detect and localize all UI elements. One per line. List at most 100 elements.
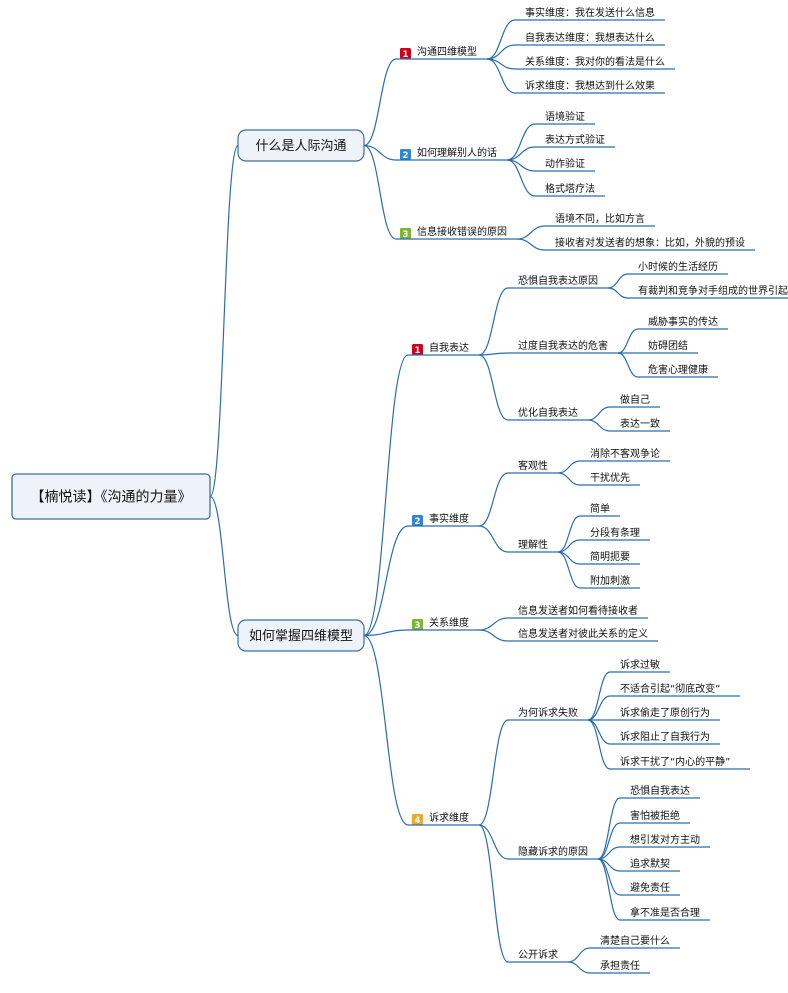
detail-node[interactable]: 诉求阻止了自我行为 [610,730,720,745]
priority-badge-icon [412,619,423,630]
item-node[interactable]: 自我表达维度：我想表达什么 [515,31,665,46]
subtopic-node[interactable]: 3 关系维度 [408,616,479,631]
item-node[interactable]: 为何诉求失败 [508,706,588,721]
connector-subtopic-to-item [478,824,509,963]
item-node[interactable]: 隐藏诉求的原因 [508,845,598,860]
detail-node[interactable]: 危害心理健康 [638,363,718,378]
detail-node[interactable]: 有裁判和竞争对手组成的世界引起 [628,284,788,299]
priority-badge-icon [412,344,423,355]
connector-subtopic-to-item [516,238,546,251]
node-label: 自我表达 [429,341,469,354]
node-label: 事实维度 [429,512,469,525]
node-label: 诉求维度：我想达到什么效果 [525,79,655,92]
detail-node[interactable]: 拿不准是否合理 [620,906,710,921]
item-node[interactable]: 格式塔疗法 [535,182,605,197]
detail-node[interactable]: 想引发对方主动 [620,833,710,848]
priority-badge-icon [400,48,411,59]
connector-item-to-detail [557,472,581,486]
node-label: 事实维度：我在发送什么信息 [525,6,655,19]
detail-node[interactable]: 害怕被拒绝 [620,809,690,824]
item-node[interactable]: 动作验证 [535,157,595,172]
detail-node[interactable]: 做自己 [610,393,660,408]
topic-node[interactable]: 什么是人际沟通 [237,129,365,162]
connector-subtopic-to-item [486,44,516,60]
priority-badge-icon [400,149,411,160]
connector-topic-to-subtopic [363,634,409,826]
node-label: 信息接收错误的原因 [417,225,507,238]
item-node[interactable]: 表达方式验证 [535,133,615,148]
node-label: 消除不客观争论 [590,447,660,460]
detail-node[interactable]: 诉求过敏 [610,658,670,673]
node-label: 分段有条理 [590,526,640,539]
topic-box [237,129,365,162]
detail-node[interactable]: 分段有条理 [580,526,650,541]
root-node[interactable]: 【楠悦读】《沟通的力量》 [11,473,211,520]
detail-node[interactable]: 小时候的生活经历 [628,260,728,275]
detail-node[interactable]: 清楚自己要什么 [590,934,680,949]
detail-node[interactable]: 诉求干扰了“内心的平静” [610,755,750,770]
detail-node[interactable]: 威胁事实的传达 [638,315,728,330]
detail-node[interactable]: 不适合引起“彻底改变” [610,682,740,697]
node-label: 如何理解别人的话 [417,146,497,159]
item-node[interactable]: 优化自我表达 [508,406,588,421]
node-label: 简单 [590,502,610,515]
node-label: 表达一致 [620,417,660,430]
node-label: 关系维度 [429,616,469,629]
node-label: 危害心理健康 [648,363,708,376]
item-node[interactable]: 语境不同，比如方言 [545,212,655,227]
item-node[interactable]: 恐惧自我表达原因 [508,274,608,289]
node-label: 动作验证 [545,157,585,170]
connector-topic-to-subtopic [363,144,397,161]
item-node[interactable]: 诉求维度：我想达到什么效果 [515,79,665,94]
item-node[interactable]: 公开诉求 [508,948,568,963]
connector-item-to-detail [557,539,581,553]
detail-node[interactable]: 消除不客观争论 [580,447,670,462]
connector-topic-to-subtopic [363,525,409,637]
detail-node[interactable]: 干扰优先 [580,471,640,486]
connector-topic-to-subtopic [363,144,397,240]
detail-node[interactable]: 恐惧自我表达 [620,784,700,799]
node-label: 干扰优先 [590,471,630,484]
item-node[interactable]: 关系维度：我对你的看法是什么 [515,55,675,70]
detail-node[interactable]: 避免责任 [620,881,680,896]
item-node[interactable]: 客观性 [508,459,558,474]
priority-number: 3 [415,621,421,631]
item-node[interactable]: 接收者对发送者的想象：比如，外貌的预设 [545,236,755,251]
connector-subtopic-to-item [506,123,536,161]
item-node[interactable]: 过度自我表达的危害 [508,339,618,354]
detail-node[interactable]: 简明扼要 [580,550,640,565]
connector-item-to-detail [557,460,581,474]
connector-subtopic-to-item [478,617,509,631]
node-label: 为何诉求失败 [518,706,578,719]
detail-node[interactable]: 追求默契 [620,857,680,872]
priority-number: 4 [415,816,421,826]
node-label: 关系维度：我对你的看法是什么 [525,55,665,68]
connector-subtopic-to-item [478,354,509,421]
node-label: 信息发送者对彼此关系的定义 [518,627,648,640]
connector-subtopic-to-item [478,472,509,527]
detail-node[interactable]: 简单 [580,502,620,517]
item-node[interactable]: 语境验证 [535,110,595,125]
detail-node[interactable]: 诉求偷走了原创行为 [610,706,720,721]
item-node[interactable]: 信息发送者如何看待接收者 [508,604,648,619]
node-label: 有裁判和竞争对手组成的世界引起 [638,284,788,297]
item-node[interactable]: 信息发送者对彼此关系的定义 [508,627,658,642]
detail-node[interactable]: 表达一致 [610,417,670,432]
detail-node[interactable]: 附加刺激 [580,574,640,589]
topic-node[interactable]: 如何掌握四维模型 [237,619,365,652]
item-node[interactable]: 理解性 [508,538,558,553]
item-node[interactable]: 事实维度：我在发送什么信息 [515,6,665,21]
node-label: 诉求偷走了原创行为 [620,706,710,719]
node-label: 语境不同，比如方言 [555,212,645,225]
detail-node[interactable]: 承担责任 [590,959,650,974]
detail-node[interactable]: 妨碍团结 [638,339,698,354]
connector-item-to-detail [617,352,639,378]
